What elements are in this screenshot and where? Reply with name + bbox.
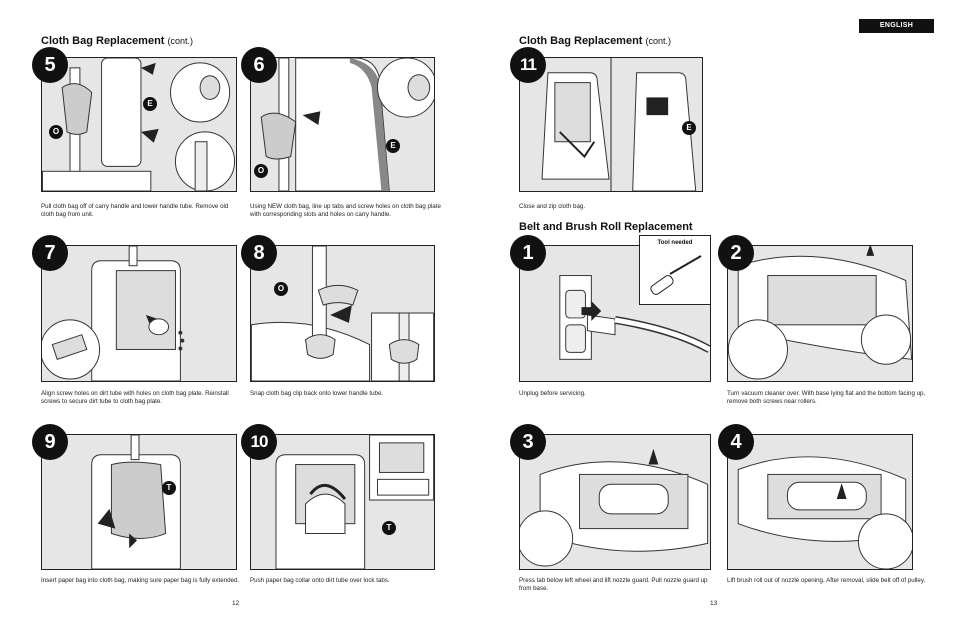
belt-step-1-illustration <box>519 245 711 382</box>
belt-step-2-caption: Turn vacuum cleaner over. With base lyin… <box>727 390 926 406</box>
step-10-illustration <box>250 434 435 570</box>
step-6-callout-o: O <box>254 164 268 178</box>
step-6-number: 6 <box>241 47 277 83</box>
step-8-illustration <box>250 245 435 382</box>
step-7-drawing <box>42 246 236 381</box>
page-number-left: 12 <box>232 600 240 607</box>
belt-step-3-caption: Press tab below left wheel and lift nozz… <box>519 577 708 593</box>
step-7-caption: Align screw holes on dirt tube with hole… <box>41 390 229 406</box>
section-title-text: Cloth Bag Replacement <box>519 35 643 47</box>
tool-needed-label: Tool needed <box>657 240 693 246</box>
tool-needed-box: Tool needed <box>639 235 711 305</box>
step-9-illustration <box>41 434 237 570</box>
belt-step-3-number: 3 <box>510 424 546 460</box>
section-title-left: Cloth Bag Replacement (cont.) <box>41 35 193 47</box>
step-7-illustration <box>41 245 237 382</box>
screwdriver-icon <box>650 255 702 295</box>
step-7-number: 7 <box>32 235 68 271</box>
belt-step-1-number: 1 <box>510 235 546 271</box>
section-title-belt: Belt and Brush Roll Replacement <box>519 221 693 233</box>
step-11-drawing <box>520 58 702 191</box>
page-number-right: 13 <box>710 600 718 607</box>
belt-step-3-drawing <box>520 435 710 569</box>
step-5-caption: Pull cloth bag off of carry handle and l… <box>41 203 229 219</box>
step-11-caption: Close and zip cloth bag. <box>519 203 586 210</box>
step-11-number: 11 <box>510 47 546 83</box>
step-6-callout-e: E <box>386 139 400 153</box>
step-5-callout-e: E <box>143 97 157 111</box>
section-subtitle: (cont.) <box>645 36 672 46</box>
step-9-drawing <box>42 435 236 569</box>
step-8-caption: Snap cloth bag clip back onto lower hand… <box>250 390 384 397</box>
step-8-drawing <box>251 246 434 381</box>
step-9-number: 9 <box>32 424 68 460</box>
belt-step-4-illustration <box>727 434 913 570</box>
step-5-number: 5 <box>32 47 68 83</box>
step-6-illustration <box>250 57 435 192</box>
belt-step-2-drawing <box>728 246 912 381</box>
step-10-callout-t: T <box>382 521 396 535</box>
section-title-right: Cloth Bag Replacement (cont.) <box>519 35 671 47</box>
step-11-illustration <box>519 57 703 192</box>
belt-step-4-number: 4 <box>718 424 754 460</box>
belt-step-4-caption: Lift brush roll out of nozzle opening. A… <box>727 577 926 584</box>
belt-step-3-illustration <box>519 434 711 570</box>
step-10-drawing <box>251 435 434 569</box>
belt-step-1-drawing <box>520 246 710 381</box>
section-title-text: Cloth Bag Replacement <box>41 35 165 47</box>
language-badge: ENGLISH <box>859 19 934 33</box>
step-8-number: 8 <box>241 235 277 271</box>
step-9-callout-t: T <box>162 481 176 495</box>
belt-step-4-drawing <box>728 435 912 569</box>
step-9-caption: Insert paper bag into cloth bag, making … <box>41 577 240 584</box>
step-5-illustration <box>41 57 237 192</box>
section-subtitle: (cont.) <box>167 36 194 46</box>
step-5-callout-o: O <box>49 125 63 139</box>
step-8-callout-o: O <box>274 282 288 296</box>
belt-step-1-caption: Unplug before servicing. <box>519 390 586 397</box>
step-11-callout-e: E <box>682 121 696 135</box>
step-5-drawing <box>42 58 236 191</box>
belt-step-2-number: 2 <box>718 235 754 271</box>
belt-step-2-illustration <box>727 245 913 382</box>
step-6-drawing <box>251 58 434 191</box>
step-10-number: 10 <box>241 424 277 460</box>
step-6-caption: Using NEW cloth bag, line up tabs and sc… <box>250 203 441 219</box>
step-10-caption: Push paper bag collar onto dirt tube ove… <box>250 577 390 584</box>
